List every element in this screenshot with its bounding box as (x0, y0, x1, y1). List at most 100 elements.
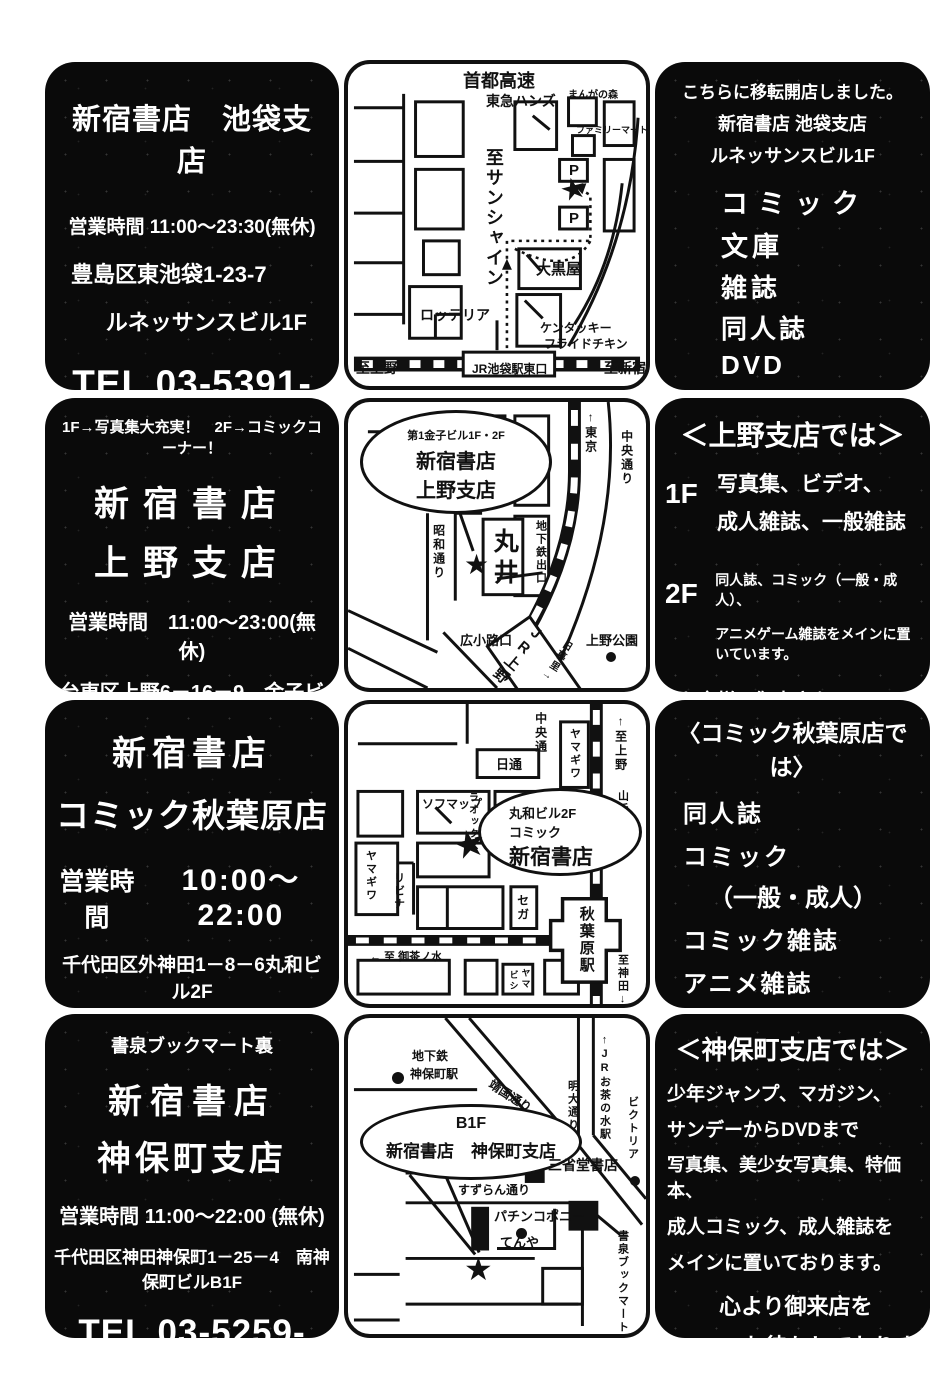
promo-line: 少年ジャンプ、マガジン、 (667, 1084, 892, 1105)
to-tokyo-label: ↑東京 (583, 410, 598, 454)
floor1-line1: 写真集、ビデオ、 (717, 473, 884, 496)
ueno-address: 台東区上野6－16－9 金子ビル1F・2F (55, 676, 329, 692)
ikebukuro-genre-list: コミック 文庫 雑誌 同人誌 DVD (667, 182, 918, 381)
victoria-dot (630, 1176, 640, 1186)
meidai-dori-label: 明大通り (566, 1080, 579, 1132)
floor1-line2: 成人雑誌、一般雑誌 (717, 511, 906, 534)
ikebukuro-store-title: 新宿書店 池袋支店 (71, 104, 312, 178)
ikebukuro-map-drawing (353, 93, 641, 378)
ueno-hours: 営業時間 11:00～23:00(無休) (68, 612, 316, 663)
promo-line: 成人コミック、成人雑誌を (667, 1217, 894, 1238)
sega-label: セガ (515, 894, 530, 922)
yamabishi-label-2: ビシ (508, 970, 519, 992)
showa-dori-label: 昭和通り (431, 524, 446, 580)
genre-item: コミック雑誌 (683, 928, 839, 955)
genre-item: 同人誌 (683, 801, 764, 828)
promo-line: 写真集、美少女写真集、特価本、 (667, 1155, 901, 1201)
subway-label-2: 神保町駅 (410, 1067, 459, 1081)
ikebukuro-hours: 営業時間 11:00～23:30(無休) (68, 217, 316, 238)
subway-exit-label: 地下鉄出口 (534, 520, 547, 585)
to-ueno-label: 至上野 (356, 360, 398, 376)
ikebukuro-address: 豊島区東池袋1-23-7 (71, 262, 267, 287)
akihabara-balloon-line1: 丸和ビル2F (509, 806, 577, 821)
ueno-floor2-row: 2F 同人誌、コミック（一般・成人）、 アニメゲーム雑誌をメインに置いています。 (665, 570, 920, 664)
ikebukuro-map: 首都高速 東急ハンズ まんがの森 ファミリーマート 至サンシャイン P P ★ … (344, 60, 650, 390)
akihabara-hours-value: 10:00～22:00 (181, 864, 301, 932)
jimbocho-star-marker: ★ (464, 1251, 493, 1287)
familymart-label: ファミリーマート (576, 125, 649, 135)
to-shinjuku-label: 至新宿 (604, 360, 646, 376)
kfc-label-2: フライドチキン (544, 337, 628, 351)
nittsu-label: 日通 (496, 757, 523, 772)
daikokuya-label: 大黒屋 (536, 261, 582, 278)
jimbocho-info-panel: 書泉ブックマート裏 新宿書店 神保町支店 営業時間 11:00～22:00 (無… (45, 1014, 339, 1338)
ueno-balloon-line1: 第1金子ビル1F・2F (407, 430, 505, 442)
tokyu-hands-label: 東急ハンズ (486, 93, 556, 109)
promo-line: サンデーからDVDまで (667, 1120, 860, 1141)
chuo-dori-label: 中央通り (619, 430, 634, 486)
subway-label-1: 地下鉄 (412, 1049, 449, 1063)
ueno-closing-1: お客様の御来店を (665, 686, 920, 692)
akihabara-info-panel: 新宿書店 コミック秋葉原店 営業時間 10:00～22:00 千代田区外神田1－… (45, 700, 339, 1008)
floor2-line2: アニメゲーム雑誌をメインに置いています。 (715, 626, 911, 662)
ikebukuro-promo-line2: 新宿書店 池袋支店 (717, 114, 867, 134)
kfc-label-1: ケンタッキー (540, 321, 612, 335)
ikebukuro-promo-line3: ルネッサンスビル1F (710, 146, 875, 166)
sanseido-label: 三省堂書店 (548, 1157, 618, 1173)
ueno-map: 第1金子ビル1F・2F 新宿書店 上野支店 ★ 昭和通り 丸井 地下鉄出口 ↑東… (344, 398, 650, 692)
jimbocho-balloon-line1: B1F (455, 1115, 487, 1132)
jimbocho-promo-body: 少年ジャンプ、マガジン、 サンデーからDVDまで 写真集、美少女写真集、特価本、… (667, 1079, 918, 1275)
jimbocho-store-title-2: 神保町支店 (97, 1140, 287, 1178)
manga-no-mori-label: まんがの森 (568, 90, 618, 101)
pachinko-dot (516, 1228, 527, 1239)
ikebukuro-info-panel: 新宿書店 池袋支店 営業時間 11:00～23:30(無休) 豊島区東池袋1-2… (45, 62, 339, 390)
genre-item: （一般・成人） (709, 885, 877, 912)
genre-item: 雑誌 (721, 273, 782, 303)
akihabara-hours-row: 営業時間 10:00～22:00 (53, 855, 331, 934)
akihabara-genre-list: 同人誌 コミック （一般・成人） コミック雑誌 アニメ雑誌 (665, 794, 920, 999)
jimbocho-map: 地下鉄 神保町駅 靖国通り ↑JRお茶の水駅 明大通り ビクトリア B1F 新宿… (344, 1014, 650, 1338)
parking-1-label: P (569, 162, 580, 179)
ueno-store-title-1: 新宿書店 (93, 485, 290, 524)
jimbocho-top-note: 書泉ブックマート裏 (111, 1036, 273, 1056)
shuto-kosoku-label: 首都高速 (463, 71, 535, 91)
ueno-floor1-row: 1F 写真集、ビデオ、 成人雑誌、一般雑誌 (665, 468, 920, 536)
ueno-store-title-2: 上野支店 (93, 544, 290, 583)
ueno-park-label: 上野公園 (586, 633, 639, 648)
shosen-bookmart-label: 書泉ブックマート (616, 1230, 629, 1334)
jimbocho-hours: 営業時間 11:00～22:00 (無休) (59, 1206, 325, 1228)
genre-item: コミック (721, 189, 869, 219)
ikebukuro-building: ルネッサンスビル1F (105, 310, 307, 335)
floor2-text: 同人誌、コミック（一般・成人）、 アニメゲーム雑誌をメインに置いています。 (715, 570, 920, 664)
akihabara-balloon-line2: コミック (509, 825, 562, 840)
victoria-label: ビクトリア (626, 1096, 639, 1161)
jimbocho-store-title-1: 新宿書店 (108, 1083, 276, 1121)
jimbocho-balloon-line2: 新宿書店 神保町支店 (386, 1142, 556, 1161)
promo-line: メインに置いております。 (667, 1253, 892, 1274)
akihabara-store-title-2: コミック秋葉原店 (56, 797, 328, 834)
jimbocho-station-dot (392, 1072, 404, 1084)
jimbocho-closing-1: 心より御来店を (719, 1294, 873, 1319)
jimbocho-promo-header: ＜神保町支店では＞ (675, 1035, 910, 1065)
genre-item: アニメ雑誌 (683, 971, 813, 998)
to-ueno-label: ↑至上野 (613, 714, 628, 772)
akihabara-promo-panel: 〈コミック秋葉原店では〉 同人誌 コミック （一般・成人） コミック雑誌 アニメ… (655, 700, 930, 1008)
jimbocho-tel: TEL 03-5259-3525 (78, 1313, 306, 1338)
yamagiwa-right-label: ヤマギワ (568, 728, 581, 780)
ikebukuro-promo-line1: こちらに移転開店しました。 (682, 83, 903, 102)
chuo-dori-label: 中央通 (533, 712, 548, 754)
floor1-label: 1F (665, 478, 698, 509)
floor1-text: 写真集、ビデオ、 成人雑誌、一般雑誌 (717, 468, 906, 536)
jimbocho-address: 千代田区神田神保町1－25－4 南神保町ビルB1F (54, 1248, 330, 1292)
jr-ochanomizu-label: ↑JRお茶の水駅 (598, 1034, 611, 1141)
ueno-park-dot (606, 652, 616, 662)
laox-label: ラオックス (466, 792, 478, 852)
akihabara-address: 千代田区外神田1－8－6丸和ビル2F (62, 955, 322, 1003)
floor2-line1: 同人誌、コミック（一般・成人）、 (715, 572, 898, 608)
akihabara-balloon: 丸和ビル2F コミック 新宿書店 (478, 788, 642, 876)
tenya-label: てんや (500, 1235, 540, 1250)
suzuran-dori-label: すずらん通り (458, 1183, 531, 1197)
akihabara-promo-header: 〈コミック秋葉原店では〉 (677, 720, 908, 780)
akihabara-balloon-line3: 新宿書店 (509, 846, 593, 869)
